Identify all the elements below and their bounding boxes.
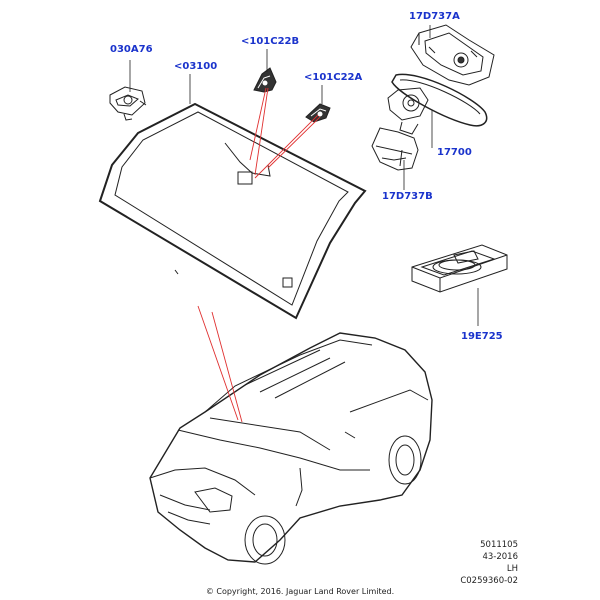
part-rear-view-mirror[interactable] <box>387 73 488 135</box>
reference-line-1: 5011105 <box>480 540 518 550</box>
callout-17d737b[interactable]: 17D737B <box>382 191 433 202</box>
part-17d737b[interactable] <box>371 127 419 171</box>
reference-line-2: 43-2016 <box>482 552 518 562</box>
callout-17d737a[interactable]: 17D737A <box>409 11 460 22</box>
part-17d737a[interactable] <box>410 24 495 86</box>
red-leader-lines <box>197 87 321 423</box>
part-19e725[interactable] <box>411 244 508 293</box>
reference-block: 5011105 43-2016 LH C0259360-02 <box>440 539 518 587</box>
windscreen[interactable] <box>98 102 367 320</box>
callout-101c22b[interactable]: <101C22B <box>241 36 300 47</box>
vehicle-illustration <box>149 332 433 565</box>
callout-17700[interactable]: 17700 <box>437 147 472 158</box>
copyright-notice: © Copyright, 2016. Jaguar Land Rover Lim… <box>205 587 395 596</box>
part-101c22b[interactable] <box>253 67 277 93</box>
reference-line-4: C0259360-02 <box>460 576 518 586</box>
callout-101c22a[interactable]: <101C22A <box>304 72 363 83</box>
leader-lines <box>129 25 479 326</box>
reference-line-3: LH <box>506 564 518 574</box>
callout-03100[interactable]: <03100 <box>174 61 218 72</box>
part-101c22a[interactable] <box>305 103 331 123</box>
part-030a76[interactable] <box>109 86 147 121</box>
callout-030a76[interactable]: 030A76 <box>110 44 153 55</box>
callout-19e725[interactable]: 19E725 <box>461 331 503 342</box>
